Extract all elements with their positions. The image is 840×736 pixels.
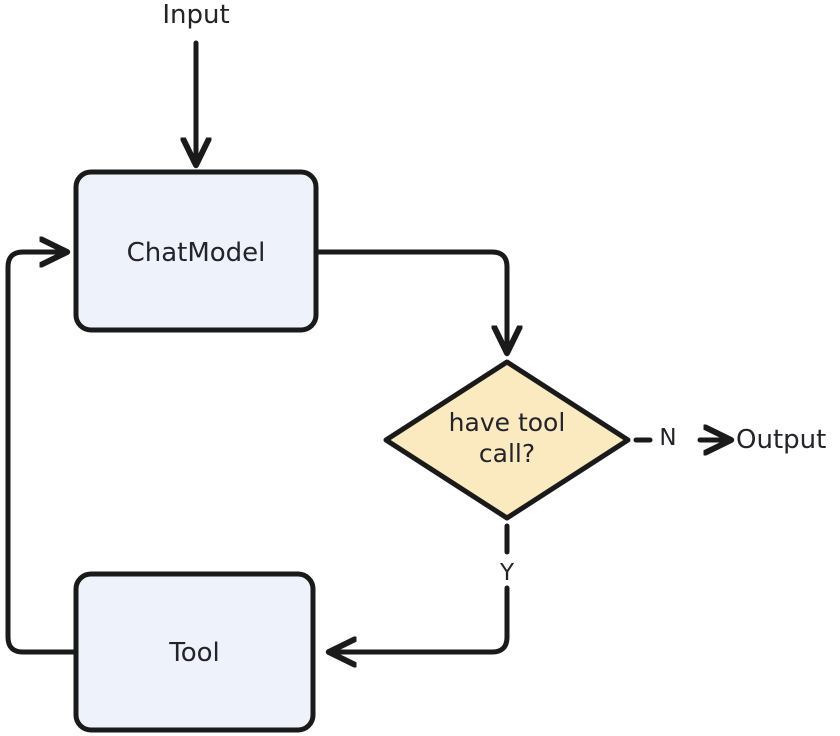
edge-label-no: N xyxy=(659,425,677,451)
edge-label-yes: Y xyxy=(499,560,515,586)
node-label-chatmodel: ChatModel xyxy=(126,238,266,268)
node-label-decision-line2: call? xyxy=(478,438,536,468)
edge-decision-to-tool xyxy=(330,585,510,652)
node-decision[interactable] xyxy=(383,359,631,521)
edge-tool-to-chatmodel xyxy=(5,252,79,655)
node-label-output: Output xyxy=(736,425,827,455)
edge-chatmodel-to-decision xyxy=(313,249,507,352)
node-label-decision-line1: have tool xyxy=(448,408,566,437)
node-label-tool: Tool xyxy=(169,638,220,668)
node-label-input: Input xyxy=(162,0,230,30)
